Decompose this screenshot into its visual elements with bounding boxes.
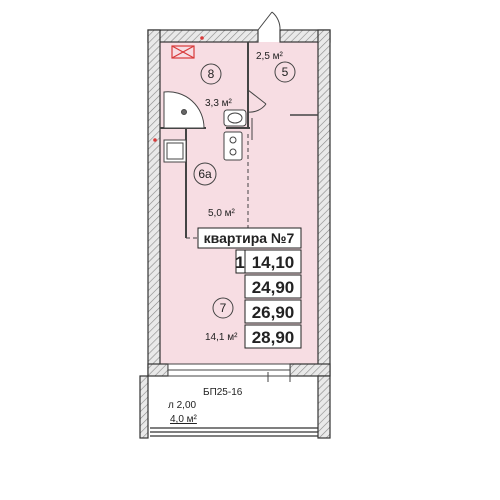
- room-circle-8: [200, 63, 222, 85]
- room-number-6a: 6а: [198, 167, 212, 181]
- shower: [163, 91, 205, 129]
- balcony-door: [267, 372, 291, 382]
- bathroom-door: [247, 89, 267, 140]
- balcony-code: БП25-16: [203, 387, 243, 398]
- area-total-coef: 26,90: [252, 303, 295, 322]
- balcony-floor: [150, 378, 325, 430]
- riser-marker-2: [153, 138, 157, 142]
- room-area-6a: 5,0 м²: [208, 208, 236, 219]
- window-room: [167, 363, 291, 377]
- room-area-7: 14,1 м²: [205, 332, 238, 343]
- balcony-frame: [139, 375, 331, 439]
- area-living: 14,10: [252, 253, 295, 272]
- room-area-8: 3,3 м²: [205, 98, 233, 109]
- room-circle-7: [212, 297, 234, 319]
- area-total-with-balcony: 28,90: [252, 328, 295, 347]
- entrance-door: [257, 11, 281, 42]
- apartment-title: квартира №7: [204, 230, 295, 246]
- room-area-5: 2,5 м²: [256, 51, 284, 62]
- room-circle-5: [274, 61, 296, 83]
- toilet-marker: [171, 45, 195, 59]
- area-total-without-balcony: 24,90: [252, 278, 295, 297]
- balcony-area: 4,0 м²: [170, 414, 198, 425]
- apartment-info: [197, 227, 302, 349]
- room-circle-6a: [193, 162, 217, 186]
- riser-marker: [200, 36, 204, 40]
- balcony-label: л 2,00: [168, 400, 197, 411]
- apartment-rooms-count: 1: [235, 253, 244, 272]
- room-number-5: 5: [282, 65, 289, 79]
- room-number-8: 8: [208, 67, 215, 81]
- room-number-7: 7: [220, 301, 227, 315]
- kitchen-unit: [163, 131, 243, 163]
- washbasin: [223, 109, 247, 127]
